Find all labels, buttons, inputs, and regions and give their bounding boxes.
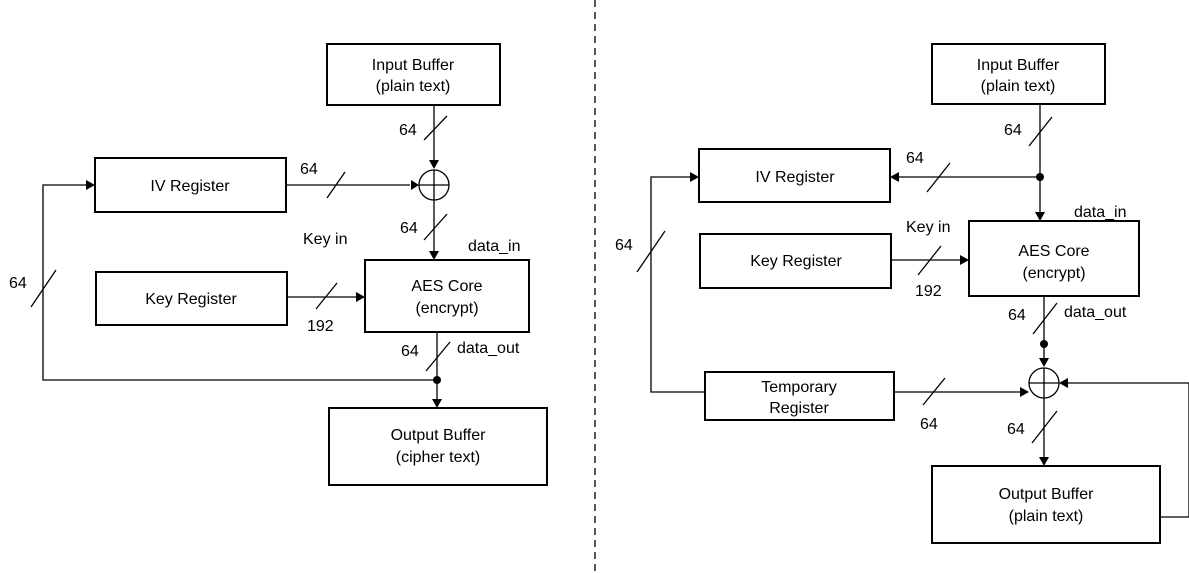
right-width-feedback: 64 xyxy=(615,237,633,254)
right-aes-core-title: AES Core xyxy=(1018,243,1089,260)
right-key-register-box xyxy=(699,233,892,289)
left-label-data-out: data_out xyxy=(457,340,520,357)
right-input-buffer-title: Input Buffer xyxy=(977,57,1060,74)
right-arrowhead-iv-right xyxy=(890,172,899,182)
right-width-iv: 64 xyxy=(906,150,924,167)
right-temporary-register-subtitle: Register xyxy=(769,400,829,417)
left-aes-core-title: AES Core xyxy=(411,278,482,295)
right-label-key-in: Key in xyxy=(906,219,950,236)
right-width-temp: 64 xyxy=(920,416,938,433)
left-output-buffer-title: Output Buffer xyxy=(391,427,487,444)
left-width-xor-out: 64 xyxy=(400,220,418,237)
left-arrowhead-aes-top xyxy=(429,251,439,260)
left-width-core-out: 64 xyxy=(401,343,419,360)
left-bus-slash-iv xyxy=(326,171,346,199)
left-input-buffer-subtitle: (plain text) xyxy=(376,78,451,95)
left-output-buffer-box xyxy=(328,407,548,486)
right-input-buffer-subtitle: (plain text) xyxy=(981,78,1056,95)
right-junction-core-dot xyxy=(1040,340,1048,348)
right-aes-core-box xyxy=(968,220,1140,297)
right-temporary-register-title: Temporary xyxy=(761,379,837,396)
right-bus-slash-core-out xyxy=(1032,302,1058,335)
right-width-input: 64 xyxy=(1004,122,1022,139)
left-width-input: 64 xyxy=(399,122,417,139)
right-wire-output-loop xyxy=(1068,382,1189,517)
right-width-xor-out: 64 xyxy=(1007,421,1025,438)
right-iv-register-box xyxy=(698,148,891,203)
left-bus-slash-xor-out xyxy=(423,213,448,241)
left-bus-slash-input xyxy=(423,115,448,141)
left-aes-core-subtitle: (encrypt) xyxy=(415,300,478,317)
left-output-buffer-subtitle: (cipher text) xyxy=(396,449,480,466)
right-arrowhead-iv-left xyxy=(690,172,699,182)
left-key-register-box xyxy=(95,271,288,326)
right-arrowhead-xor-right xyxy=(1059,378,1068,388)
right-bus-slash-xor-out xyxy=(1031,410,1058,444)
left-key-register-label: Key Register xyxy=(145,291,237,308)
right-arrowhead-xor-top xyxy=(1039,358,1049,367)
right-arrowhead-aes-top xyxy=(1035,212,1045,221)
right-aes-core-subtitle: (encrypt) xyxy=(1022,265,1085,282)
left-arrowhead-output-top xyxy=(432,399,442,408)
right-iv-register-label: IV Register xyxy=(755,169,835,186)
left-arrowhead-iv-left xyxy=(86,180,95,190)
left-panel: Input Buffer (plain text) 64 IV Register… xyxy=(9,43,548,486)
right-width-key: 192 xyxy=(915,283,942,300)
right-input-buffer-box xyxy=(931,43,1106,105)
right-arrowhead-xor-left xyxy=(1020,387,1029,397)
right-bus-slash-iv xyxy=(926,162,951,193)
right-width-core-out: 64 xyxy=(1008,307,1026,324)
right-bus-slash-key xyxy=(917,245,942,276)
left-iv-register-label: IV Register xyxy=(150,178,230,195)
left-aes-core-box xyxy=(364,259,530,333)
right-label-data-in: data_in xyxy=(1074,204,1127,221)
left-bus-slash-feedback xyxy=(30,269,57,308)
left-arrowhead-xor-top xyxy=(429,160,439,169)
right-arrowhead-output-top xyxy=(1039,457,1049,466)
left-bus-slash-key xyxy=(315,282,338,310)
right-panel: Input Buffer (plain text) 64 IV Register… xyxy=(615,43,1189,544)
right-wire-feedback xyxy=(650,176,705,393)
right-bus-slash-input xyxy=(1028,116,1053,147)
left-bus-slash-core-out xyxy=(425,341,451,372)
right-bus-slash-feedback xyxy=(636,230,666,273)
right-output-buffer-subtitle: (plain text) xyxy=(1009,508,1084,525)
right-key-register-label: Key Register xyxy=(750,253,842,270)
left-label-key-in: Key in xyxy=(303,231,347,248)
left-input-buffer-title: Input Buffer xyxy=(372,57,455,74)
left-arrowhead-aes-left xyxy=(356,292,365,302)
left-width-feedback: 64 xyxy=(9,275,27,292)
right-temporary-register-box xyxy=(704,371,895,421)
right-output-buffer-box xyxy=(931,465,1161,544)
left-width-iv: 64 xyxy=(300,161,318,178)
left-arrowhead-xor-left xyxy=(411,180,419,190)
left-input-buffer-box xyxy=(326,43,501,106)
left-label-data-in: data_in xyxy=(468,238,521,255)
right-arrowhead-aes-left xyxy=(960,255,969,265)
right-output-buffer-title: Output Buffer xyxy=(999,486,1095,503)
left-wire-feedback xyxy=(42,184,437,381)
right-label-data-out: data_out xyxy=(1064,304,1127,321)
right-bus-slash-temp xyxy=(922,377,946,406)
left-width-key: 192 xyxy=(307,318,334,335)
